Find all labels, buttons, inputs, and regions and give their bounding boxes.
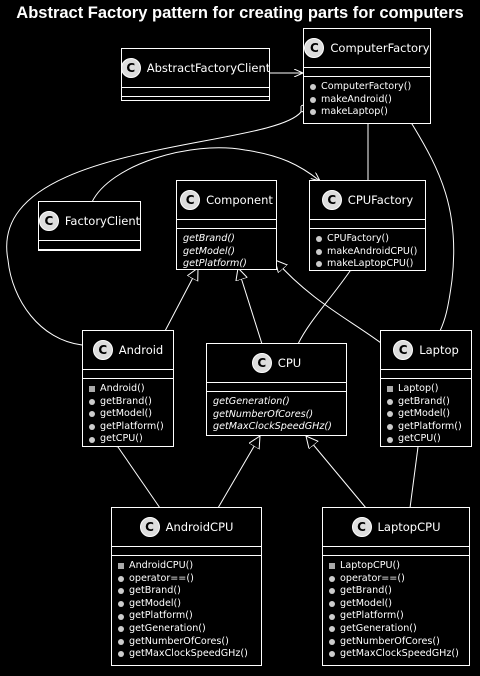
class-name: FactoryClient: [64, 214, 141, 228]
edge-computerfactory-laptop: [412, 124, 455, 332]
method-item: getCPU(): [89, 433, 173, 446]
method-item: Android(): [89, 383, 173, 396]
class-icon: C: [92, 340, 113, 360]
edge-android-androidcpu: [118, 447, 161, 509]
method-item: getModel(): [118, 598, 261, 611]
class-icon: C: [351, 517, 372, 537]
class-icon: C: [38, 211, 59, 231]
method-item: AndroidCPU(): [118, 560, 261, 573]
class-name: Android: [118, 343, 164, 357]
method-item: getModel(): [89, 408, 173, 421]
method-item: getPlatform(): [387, 421, 471, 434]
method-item: makeLaptopCPU(): [316, 258, 425, 271]
method-item: getBrand(): [118, 585, 261, 598]
method-item: ComputerFactory(): [310, 81, 430, 94]
method-item: getModel(): [329, 598, 469, 611]
method-item: getMaxClockSpeedGHz(): [118, 648, 261, 661]
edge-computerfactory-android: [6, 112, 301, 346]
edge-laptop-component: [275, 260, 382, 344]
method-item: getModel(): [387, 408, 471, 421]
class-icon: C: [393, 340, 414, 360]
class-name: LaptopCPU: [377, 520, 441, 534]
class-cpu-factory: C CPUFactory CPUFactory() makeAndroidCPU(…: [309, 180, 426, 271]
method-item: operator==(): [329, 573, 469, 586]
class-name: Component: [206, 193, 273, 207]
abstract-method-item: getGeneration(): [213, 396, 290, 407]
edge-laptopcpu-cpu: [306, 436, 367, 509]
edge-android-component: [164, 268, 198, 332]
diagram-title: Abstract Factory pattern for creating pa…: [16, 4, 464, 22]
method-item: Laptop(): [387, 383, 471, 396]
method-item: LaptopCPU(): [329, 560, 469, 573]
class-name: AndroidCPU: [165, 520, 234, 534]
class-name: CPUFactory: [347, 193, 414, 207]
class-name: Laptop: [419, 343, 459, 357]
class-name: AbstractFactoryClient: [146, 61, 271, 75]
method-item: getGeneration(): [329, 623, 469, 636]
class-factory-client: C FactoryClient: [38, 201, 141, 251]
class-android-cpu: C AndroidCPU AndroidCPU() operator==() ge…: [111, 507, 262, 666]
method-item: getPlatform(): [89, 421, 173, 434]
class-android: C Android Android() getBrand() getModel()…: [82, 330, 174, 447]
method-item: getNumberOfCores(): [118, 636, 261, 649]
edge-cpufactory-cpu: [297, 271, 350, 345]
abstract-method-item: getModel(): [183, 245, 236, 257]
class-laptop-cpu: C LaptopCPU LaptopCPU() operator==() getB…: [322, 507, 470, 666]
class-icon: C: [321, 190, 342, 210]
class-name: CPU: [277, 356, 302, 370]
method-item: getGeneration(): [118, 623, 261, 636]
method-item: makeAndroid(): [310, 94, 430, 107]
abstract-method-item: getBrand(): [183, 233, 235, 244]
method-item: getCPU(): [387, 433, 471, 446]
method-item: makeLaptop(): [310, 106, 430, 119]
method-item: getMaxClockSpeedGHz(): [329, 648, 469, 661]
class-icon: C: [120, 58, 141, 78]
edge-factoryclient-cpufactory: [91, 147, 320, 203]
class-abstract-factory-client: C AbstractFactoryClient: [120, 48, 271, 101]
method-item: getPlatform(): [118, 610, 261, 623]
abstract-method-item: getNumberOfCores(): [213, 408, 314, 420]
class-component: C Component getBrand() getModel() getPlat…: [176, 180, 277, 270]
class-icon: C: [251, 353, 272, 373]
class-icon: C: [304, 38, 325, 58]
abstract-method-item: getMaxClockSpeedGHz(): [213, 421, 332, 433]
method-item: getBrand(): [387, 396, 471, 409]
method-item: getBrand(): [89, 396, 173, 409]
class-icon: C: [180, 190, 201, 210]
method-item: getBrand(): [329, 585, 469, 598]
class-name: ComputerFactory: [330, 41, 430, 55]
edge-cpu-component: [238, 268, 263, 345]
class-laptop: C Laptop Laptop() getBrand() getModel() g…: [380, 330, 472, 447]
edge-androidcpu-cpu: [217, 436, 260, 509]
method-item: getPlatform(): [329, 610, 469, 623]
method-item: operator==(): [118, 573, 261, 586]
class-icon: C: [139, 517, 160, 537]
method-item: getNumberOfCores(): [329, 636, 469, 649]
edge-laptop-laptopcpu: [409, 447, 418, 509]
method-item: CPUFactory(): [316, 233, 425, 246]
abstract-method-item: getPlatform(): [183, 258, 247, 270]
method-item: makeAndroidCPU(): [316, 246, 425, 259]
class-computer-factory: C ComputerFactory ComputerFactory() makeA…: [303, 28, 431, 124]
